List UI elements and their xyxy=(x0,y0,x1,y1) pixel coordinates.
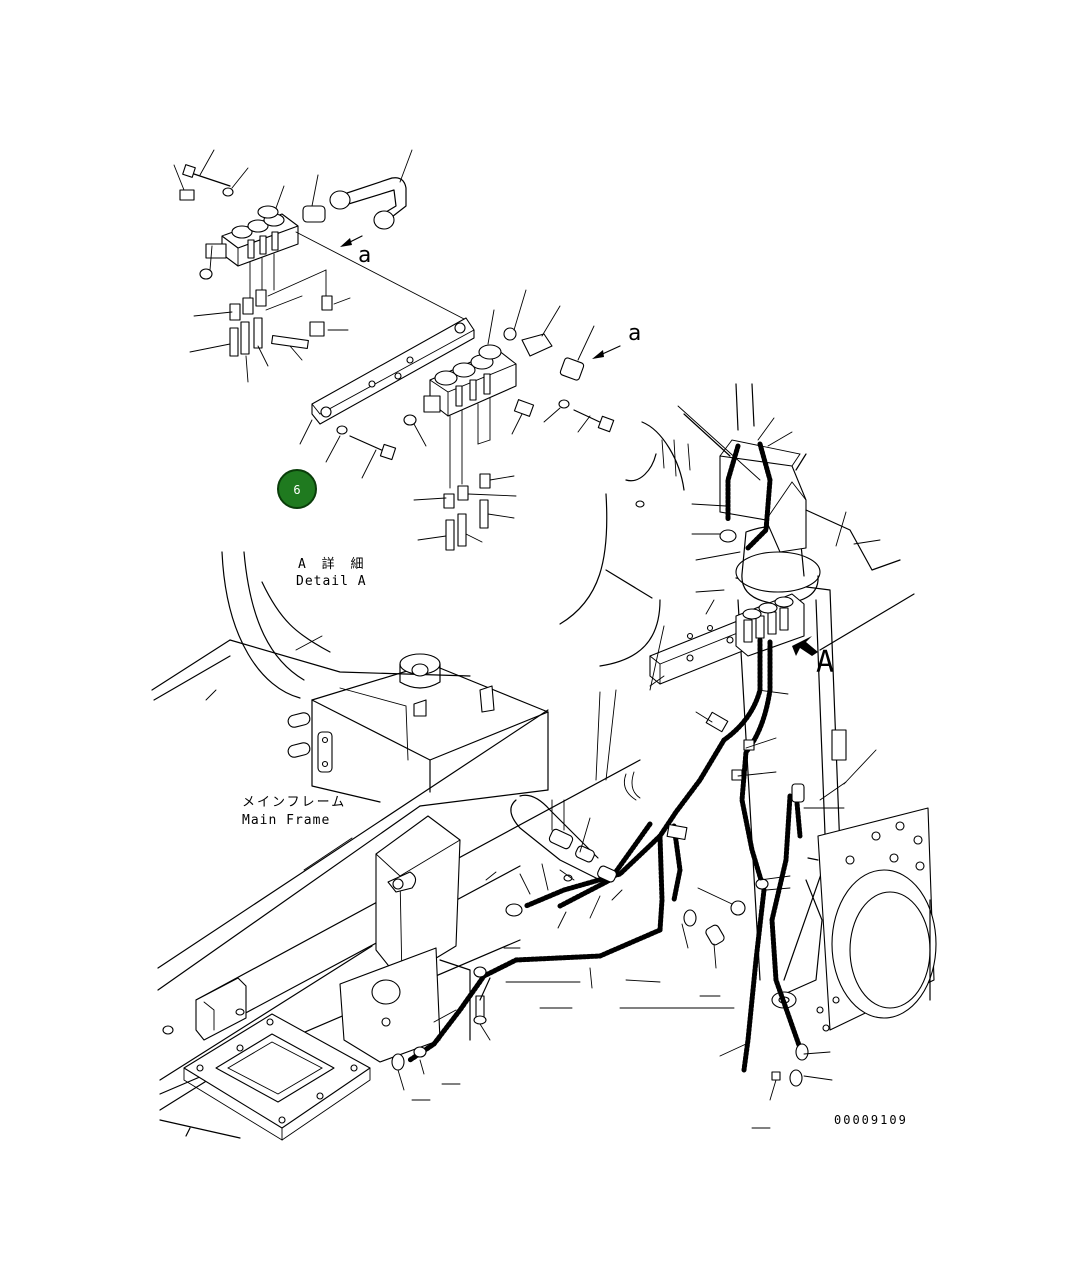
upper-valve-assembly: a xyxy=(173,149,413,383)
callout-6-number: 6 xyxy=(293,483,300,497)
view-arrow-a-upper-label: a xyxy=(358,243,371,268)
callout-6-marker[interactable]: 6 xyxy=(277,469,317,509)
main-frame-en-label: Main Frame xyxy=(242,813,330,828)
bracket-valve-assembly: a xyxy=(295,231,641,551)
arm-and-valve-mount: A xyxy=(649,383,937,1032)
detail-outline xyxy=(221,421,691,699)
callout-6-circle xyxy=(277,469,317,509)
main-frame-jp-label: メインフレーム xyxy=(242,795,346,810)
detail-a-jp-label: A 詳 細 xyxy=(298,556,367,572)
wiring-harness xyxy=(391,441,809,1087)
main-frame xyxy=(151,639,641,1141)
detail-a-en-label: Detail A xyxy=(296,574,367,589)
view-arrow-a-mid-label: a xyxy=(628,321,641,346)
drawing-number: 00009109 xyxy=(834,1113,908,1127)
detail-a-marker: A xyxy=(816,645,834,680)
leader-lines xyxy=(205,405,881,1129)
